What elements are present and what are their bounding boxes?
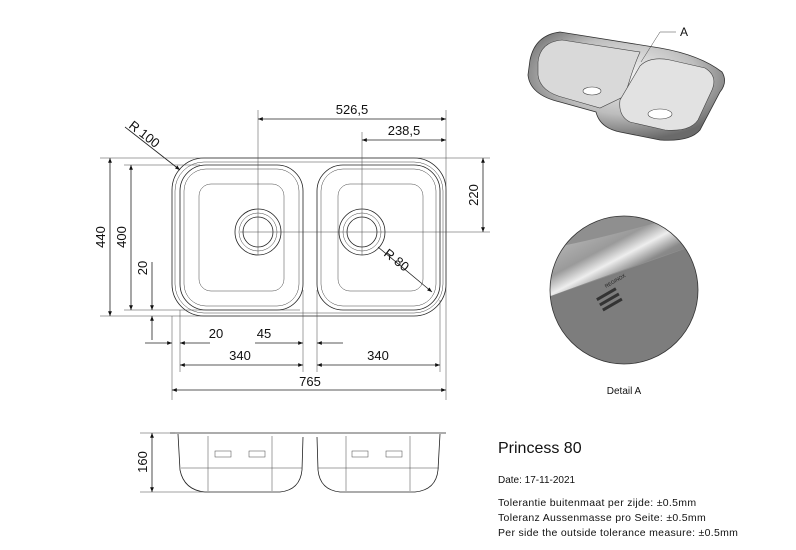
isometric-view: A bbox=[527, 25, 725, 141]
top-view: 526,5 238,5 R 100 R 80 440 400 20 220 20… bbox=[93, 102, 490, 400]
detail-caption: Detail A bbox=[607, 386, 642, 397]
dim-340-right: 340 bbox=[367, 348, 389, 363]
dim-r80: R 80 bbox=[381, 246, 412, 275]
dim-220: 220 bbox=[466, 184, 481, 206]
dim-765: 765 bbox=[299, 374, 321, 389]
dim-340-left: 340 bbox=[229, 348, 251, 363]
right-bowl bbox=[316, 164, 441, 311]
dim-45: 45 bbox=[257, 326, 271, 341]
side-view: 160 bbox=[135, 432, 446, 493]
dim-160: 160 bbox=[135, 451, 150, 473]
dim-238-5: 238,5 bbox=[388, 123, 421, 138]
dim-400: 400 bbox=[114, 226, 129, 248]
tolerance-en: Per side the outside tolerance measure: … bbox=[498, 527, 739, 539]
tolerance-nl: Tolerantie buitenmaat per zijde: ±0.5mm bbox=[498, 497, 697, 509]
dim-r100: R 100 bbox=[126, 118, 163, 151]
dim-526-5: 526,5 bbox=[336, 102, 369, 117]
dim-20-horizontal: 20 bbox=[209, 326, 223, 341]
product-title: Princess 80 bbox=[498, 440, 582, 457]
detail-marker: A bbox=[680, 25, 688, 39]
detail-a: REGINOX Detail A bbox=[549, 215, 699, 397]
left-bowl bbox=[179, 164, 304, 311]
tolerance-de: Toleranz Aussenmasse pro Seite: ±0.5mm bbox=[498, 512, 707, 524]
drawing-date: Date: 17-11-2021 bbox=[498, 475, 576, 486]
dim-20-vertical: 20 bbox=[135, 261, 150, 275]
dim-440: 440 bbox=[93, 226, 108, 248]
